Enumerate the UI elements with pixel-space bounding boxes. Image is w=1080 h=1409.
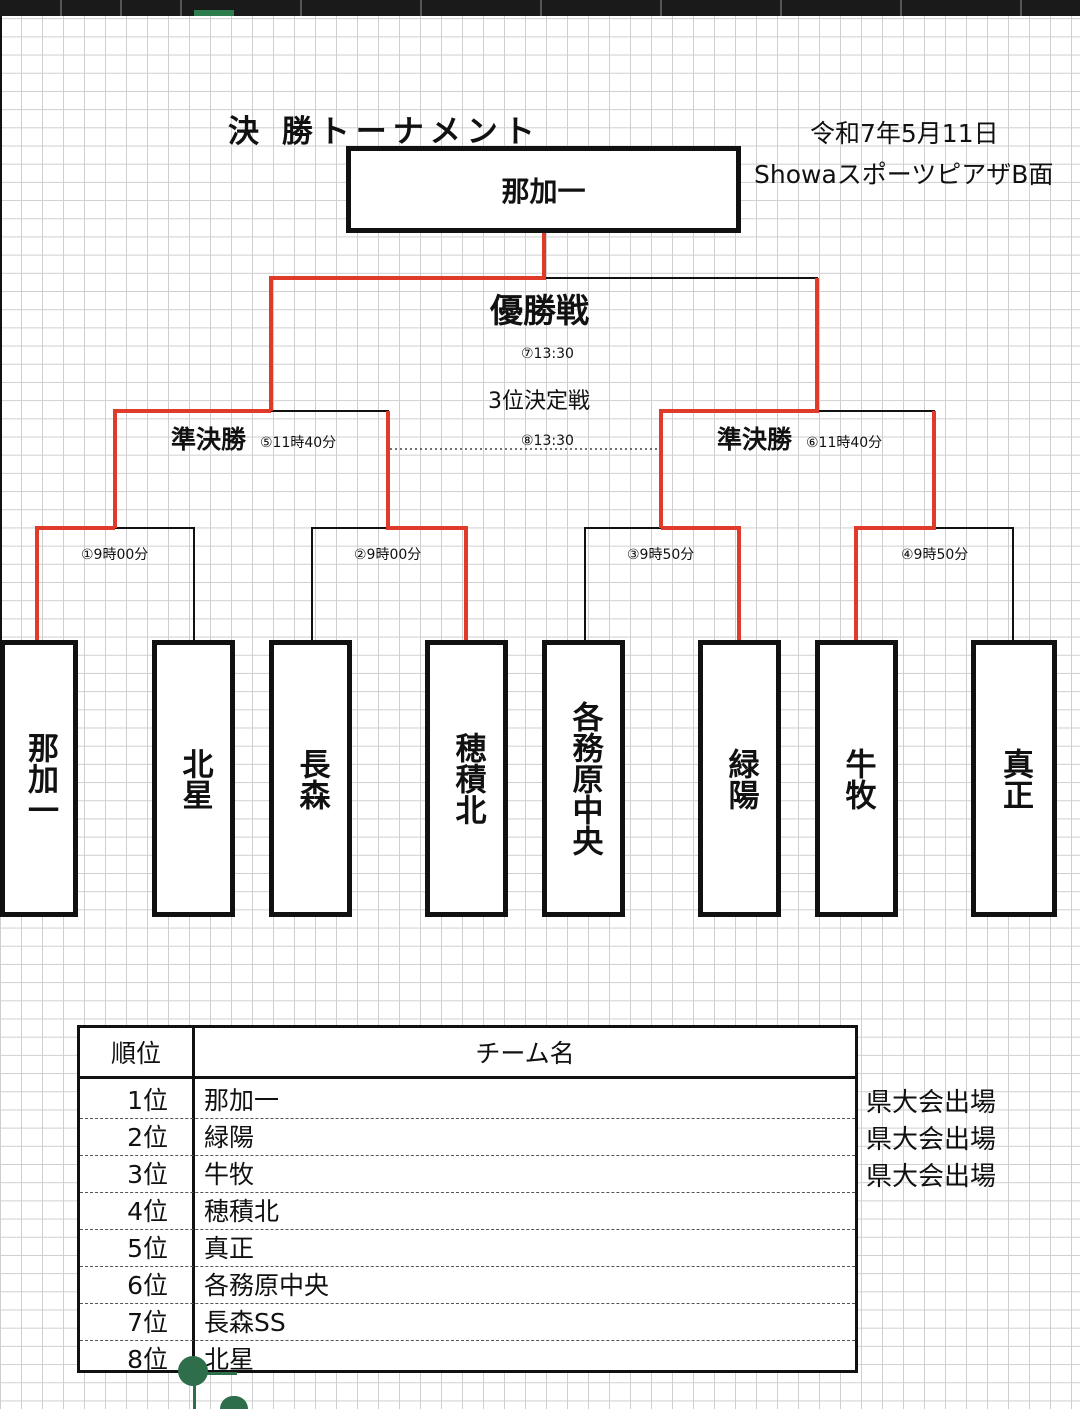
round1-match4-time: ④9時50分 (901, 547, 969, 563)
team-cell: 北星 (204, 1345, 255, 1374)
qualification-note-3: 県大会出場 (866, 1162, 997, 1192)
table-row[interactable]: 8位 北星 (80, 1341, 855, 1378)
team-cell: 牛牧 (204, 1160, 255, 1189)
rank-cell: 4位 (127, 1197, 168, 1226)
qualification-note-2: 県大会出場 (866, 1125, 997, 1155)
semifinal-1-label: 準決勝 (171, 425, 247, 454)
team-box-4[interactable]: 穂積北 (425, 640, 508, 917)
team-box-3[interactable]: 長森 (269, 640, 352, 917)
team-box-5[interactable]: 各務原中央 (542, 640, 625, 917)
event-date: 令和7年5月11日 (810, 119, 999, 148)
semifinal-2-time: ⑥11時40分 (806, 435, 883, 451)
table-row[interactable]: 5位 真正 (80, 1230, 855, 1267)
toolbar-strip (0, 0, 1080, 16)
selection-handle-icon[interactable] (220, 1396, 248, 1409)
team-cell: 緑陽 (204, 1123, 255, 1152)
team-cell: 那加一 (204, 1086, 280, 1115)
rank-cell: 2位 (127, 1123, 168, 1152)
team-box-2[interactable]: 北星 (152, 640, 235, 917)
final-time: ⑦13:30 (521, 346, 574, 362)
team-box-7[interactable]: 牛牧 (815, 640, 898, 917)
table-row[interactable]: 2位 緑陽 (80, 1119, 855, 1156)
team-box-1[interactable]: 那加一 (0, 640, 78, 917)
rank-cell: 5位 (127, 1234, 168, 1263)
table-row[interactable]: 6位 各務原中央 (80, 1267, 855, 1304)
cell-selection-frame (193, 1372, 237, 1409)
table-row[interactable]: 3位 牛牧 (80, 1156, 855, 1193)
rank-cell: 7位 (127, 1308, 168, 1337)
results-table: 順位 チーム名 1位 那加一 2位 緑陽 3位 牛牧 4位 穂積北 5位 真正 … (77, 1025, 858, 1374)
third-place-label: 3位決定戦 (488, 389, 590, 414)
round1-match1-time: ①9時00分 (81, 547, 149, 563)
rank-cell: 6位 (127, 1271, 168, 1300)
page-title: 決 勝トーナメント (228, 114, 541, 150)
rank-cell: 3位 (127, 1160, 168, 1189)
round1-match2-time: ②9時00分 (354, 547, 422, 563)
event-venue: ShowaスポーツピアザB面 (754, 160, 1054, 189)
qualification-note-1: 県大会出場 (866, 1088, 997, 1118)
semifinal-2-label: 準決勝 (717, 425, 793, 454)
team-box-8[interactable]: 真正 (971, 640, 1057, 917)
rank-cell: 1位 (127, 1086, 168, 1115)
team-cell: 長森SS (204, 1308, 286, 1337)
round1-match3-time: ③9時50分 (627, 547, 695, 563)
table-row[interactable]: 4位 穂積北 (80, 1193, 855, 1230)
active-sheet-tab[interactable] (194, 10, 234, 16)
champion-box[interactable]: 那加一 (346, 146, 741, 233)
team-box-6[interactable]: 緑陽 (698, 640, 781, 917)
results-header-rule (80, 1076, 855, 1079)
team-header: チーム名 (475, 1039, 575, 1068)
semifinal-1-time: ⑤11時40分 (260, 435, 337, 451)
table-row[interactable]: 1位 那加一 (80, 1082, 855, 1119)
rank-header: 順位 (110, 1039, 161, 1068)
selection-handle-icon[interactable] (178, 1356, 208, 1386)
rank-cell: 8位 (127, 1345, 168, 1374)
left-rule (0, 16, 2, 642)
team-cell: 真正 (204, 1234, 255, 1263)
third-place-time: ⑧13:30 (521, 433, 574, 449)
bracket-winner-lines (35, 232, 936, 641)
team-cell: 各務原中央 (204, 1271, 330, 1300)
final-label: 優勝戦 (490, 291, 589, 330)
table-row[interactable]: 7位 長森SS (80, 1304, 855, 1341)
bracket-black-lines (115, 277, 1014, 641)
results-column-divider (192, 1028, 195, 1370)
team-cell: 穂積北 (204, 1197, 280, 1226)
